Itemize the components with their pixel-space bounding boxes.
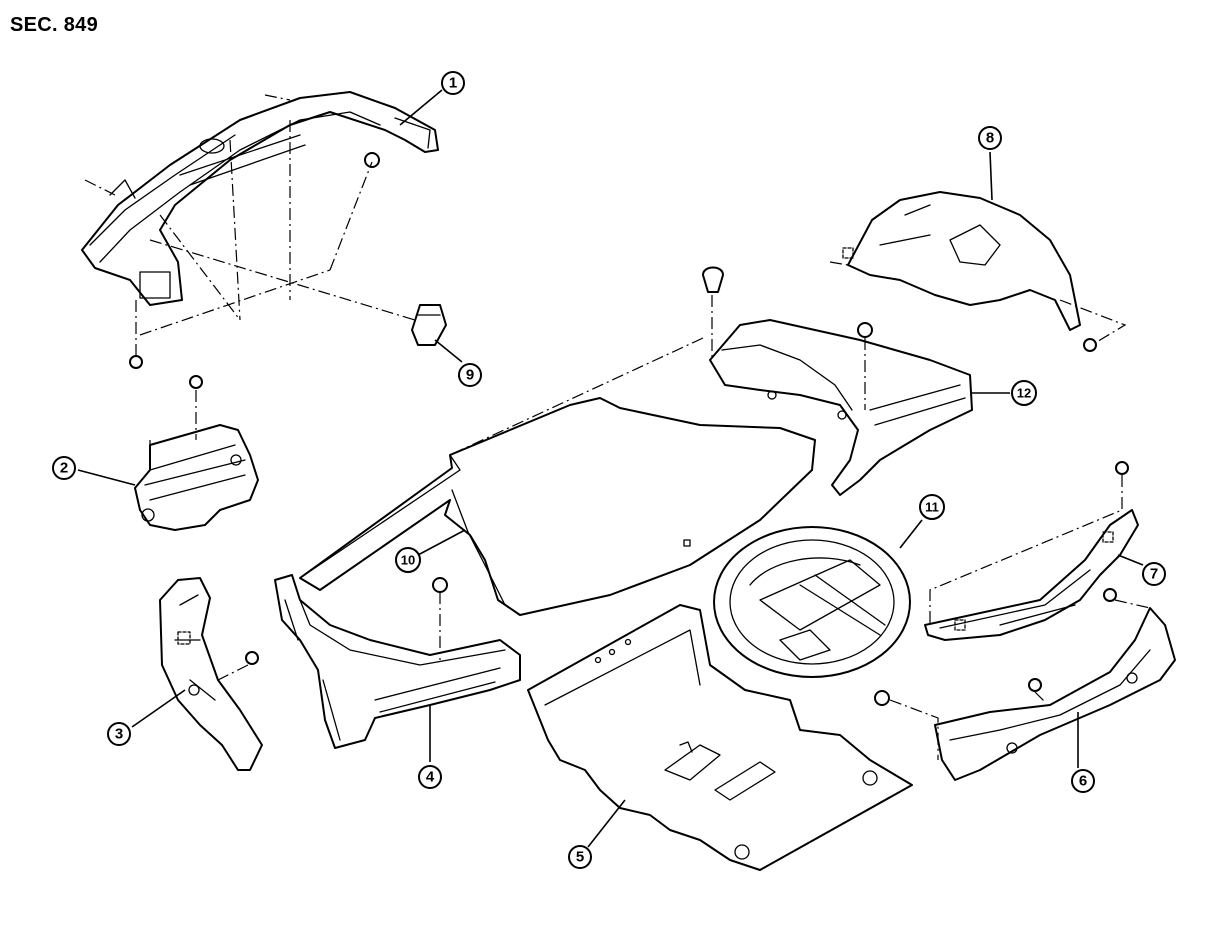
wheelhouse-finisher xyxy=(842,191,1081,331)
callout-9: 9 xyxy=(458,363,482,387)
callout-2-label: 2 xyxy=(60,460,68,477)
callout-1: 1 xyxy=(441,71,465,95)
trunk-side-finisher-left xyxy=(159,577,263,771)
callout-7-label: 7 xyxy=(1150,566,1158,583)
rear-plate-finisher xyxy=(934,607,1176,781)
callout-8-label: 8 xyxy=(986,130,994,147)
callout-3: 3 xyxy=(107,722,131,746)
callout-4: 4 xyxy=(418,765,442,789)
callout-3-label: 3 xyxy=(115,726,123,743)
callout-9-label: 9 xyxy=(466,367,474,384)
callout-10-label: 10 xyxy=(401,553,415,568)
trunk-side-finisher-right xyxy=(709,319,973,496)
callout-7: 7 xyxy=(1142,562,1166,586)
callout-2: 2 xyxy=(52,456,76,480)
callout-10: 10 xyxy=(395,547,421,573)
callout-4-label: 4 xyxy=(426,769,435,786)
rear-parcel-shelf xyxy=(81,91,439,306)
assembly-lines xyxy=(84,94,1151,760)
clip-9 xyxy=(411,304,447,346)
trunk-floor-carpet xyxy=(527,604,913,871)
fasteners xyxy=(129,152,1129,706)
callout-6-label: 6 xyxy=(1079,773,1087,790)
callout-5: 5 xyxy=(568,845,592,869)
rear-bracket xyxy=(134,424,259,531)
spare-tire-holder xyxy=(713,526,911,678)
callout-11: 11 xyxy=(919,494,945,520)
callout-11-label: 11 xyxy=(925,500,939,515)
rear-sill-finisher xyxy=(924,509,1139,641)
callout-1-label: 1 xyxy=(449,75,457,92)
callout-12-label: 12 xyxy=(1017,386,1031,401)
callout-12: 12 xyxy=(1011,380,1037,406)
callout-6: 6 xyxy=(1071,769,1095,793)
section-label: SEC. 849 xyxy=(10,14,99,36)
trunk-rear-finisher xyxy=(274,574,521,749)
trunk-floor-mat xyxy=(299,397,816,616)
callout-8: 8 xyxy=(978,126,1002,150)
callout-5-label: 5 xyxy=(576,849,584,866)
leader-lines xyxy=(77,89,1144,848)
